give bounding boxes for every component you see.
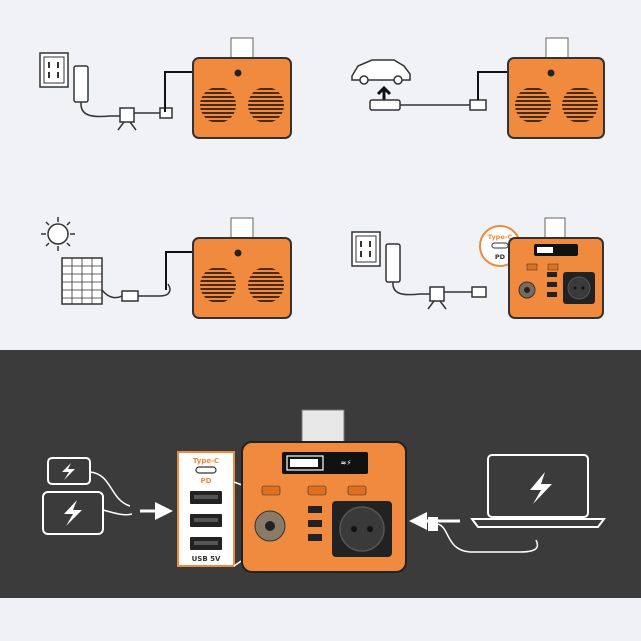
phone-tablet-group xyxy=(42,457,173,535)
up-arrow-icon xyxy=(376,85,392,100)
sun-icon xyxy=(41,217,75,251)
power-station-back xyxy=(192,217,292,319)
power-station-front-small xyxy=(508,217,604,319)
pd-label: PD xyxy=(495,253,506,261)
panel-wall-charging xyxy=(39,37,292,139)
power-station-front-large: ≈⚡ xyxy=(241,409,407,573)
type-c-label: Type-C xyxy=(193,457,219,465)
usb-5v-label: USB 5V xyxy=(192,555,221,563)
adapter-brick-icon xyxy=(385,243,487,310)
power-station-back xyxy=(192,37,292,139)
mc4-connector-icon xyxy=(121,290,139,302)
adapter-brick-icon xyxy=(73,65,173,131)
laptop-group xyxy=(409,454,606,553)
tablet-cable xyxy=(102,509,133,516)
car-charger-plug-icon xyxy=(369,99,487,111)
dc-button[interactable] xyxy=(261,485,281,496)
svg-text:≈⚡: ≈⚡ xyxy=(341,459,352,467)
wall-outlet-icon xyxy=(351,231,381,267)
type-c-port-icon xyxy=(195,466,217,474)
ac-button[interactable] xyxy=(347,485,367,496)
power-station-back xyxy=(507,37,605,139)
pd-label: PD xyxy=(201,477,212,485)
laptop-cable xyxy=(437,523,539,553)
tablet-icon xyxy=(42,491,104,535)
usb-port-callout: Type-C PD USB 5V xyxy=(177,451,235,567)
bottom-strip xyxy=(0,598,641,641)
laptop-icon xyxy=(470,454,606,528)
usb-button[interactable] xyxy=(307,485,327,496)
panel-usb-c-charging: Type-C PD xyxy=(351,217,604,319)
phone-cable xyxy=(89,471,131,507)
car-icon xyxy=(351,59,411,85)
type-c-label: Type-C xyxy=(488,233,513,241)
panel-car-charging xyxy=(351,37,605,139)
panel-solar-charging xyxy=(41,217,292,319)
lcd-display xyxy=(282,452,368,474)
phone-icon xyxy=(47,457,91,485)
solar-panel-icon xyxy=(61,257,103,305)
ac-plug-icon xyxy=(428,517,438,531)
wall-outlet-icon xyxy=(39,52,69,88)
